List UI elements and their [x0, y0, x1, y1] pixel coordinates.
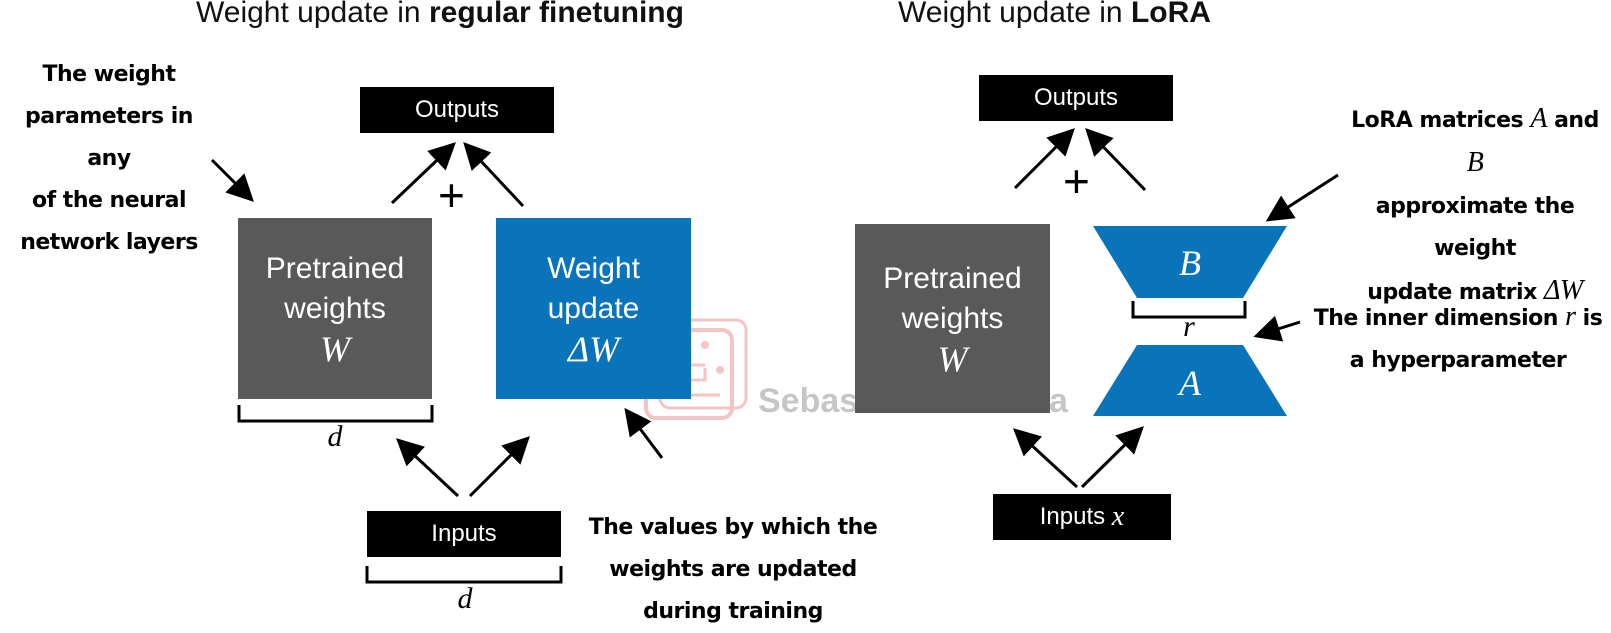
lora-inputs-symbol: x	[1111, 501, 1125, 532]
right-title-bold: LoRA	[1130, 0, 1211, 29]
inputs-label: Inputs	[431, 520, 497, 547]
arrow-inputs-to-a	[1080, 426, 1144, 489]
note-lora-symbol-b: B	[1466, 147, 1484, 178]
arrow-inputs-to-pretrained	[396, 438, 460, 498]
update-symbol: ΔW	[567, 328, 620, 369]
lora-inputs-box: Inputs x	[993, 494, 1171, 540]
matrix-b-shape	[1093, 226, 1287, 298]
right-title-prefix: Weight update in	[898, 0, 1131, 29]
dim-label-r: r	[1183, 310, 1195, 343]
update-line2: update	[547, 291, 640, 325]
dim-label-d-inputs: d	[457, 582, 473, 615]
weight-update-block: Weight update ΔW	[496, 218, 691, 399]
note-values-line1: The values by which the	[588, 515, 878, 540]
pretrained-line1: Pretrained	[265, 251, 405, 285]
arrow-note-inner	[1253, 315, 1301, 342]
left-title-prefix: Weight update in	[196, 0, 429, 29]
note-lora-line3-pre: update matrix	[1367, 280, 1544, 305]
bracket-d-inputs	[365, 566, 563, 584]
arrow-note-values	[624, 407, 664, 459]
note-values-line3: during training	[643, 599, 823, 624]
note-inner-line1: The inner dimension r is	[1310, 296, 1606, 340]
note-lora-matrices: LoRA matrices A and B approximate the we…	[1340, 98, 1610, 314]
matrix-a-shape	[1093, 345, 1287, 416]
note-lora-line2: approximate the weight	[1375, 194, 1575, 261]
left-panel-title: Weight update in regular finetuning	[196, 0, 684, 30]
arrow-b-to-outputs	[1085, 128, 1147, 192]
arrow-inputs-to-pretrained-lora	[1013, 428, 1079, 489]
matrix-a-symbol: A	[1179, 363, 1201, 403]
note-lora-line1-mid: and	[1546, 108, 1599, 133]
lora-pretrained-line2: weights	[901, 301, 1004, 335]
pretrained-line2: weights	[284, 291, 386, 325]
matrix-b-symbol: B	[1179, 243, 1201, 283]
lora-pretrained-line1: Pretrained	[883, 261, 1022, 295]
lora-plus-sign: +	[1063, 155, 1090, 207]
right-panel-title: Weight update in LoRA	[898, 0, 1211, 30]
matrix-a-label: A	[1137, 360, 1243, 406]
arrow-pretrained-to-outputs	[390, 142, 456, 205]
arrow-update-to-outputs	[463, 142, 525, 208]
bracket-d-weights	[237, 405, 434, 423]
note-inner-line1-pre: The inner dimension	[1313, 306, 1566, 331]
note-lora-symbol-a: A	[1530, 103, 1547, 134]
note-lora-symbol-delta-w: ΔW	[1543, 275, 1583, 306]
lora-outputs-box: Outputs	[979, 75, 1173, 121]
update-line1: Weight	[547, 251, 640, 285]
note-inner-line2: a hyperparameter	[1349, 348, 1567, 373]
outputs-label: Outputs	[414, 96, 500, 123]
lora-pretrained-symbol: W	[937, 338, 968, 379]
left-title-bold: regular finetuning	[428, 0, 684, 29]
note-inner-dimension: The inner dimension r is a hyperparamete…	[1310, 296, 1606, 382]
arrow-pretrained-to-outputs-lora	[1013, 128, 1075, 190]
lora-outputs-label: Outputs	[1033, 84, 1119, 111]
note-inner-symbol-r: r	[1565, 301, 1576, 332]
note-update-values: The values by which the weights are upda…	[580, 507, 886, 633]
lora-pretrained-weights-block: Pretrained weights W	[855, 224, 1050, 413]
note-lora-line1-pre: LoRA matrices	[1351, 108, 1531, 133]
note-values-line2: weights are updated	[609, 557, 857, 582]
arrow-note-weights	[210, 158, 254, 202]
pretrained-symbol: W	[320, 328, 350, 369]
lora-inputs-label: Inputs	[1039, 503, 1112, 530]
bracket-r	[1131, 301, 1247, 319]
note-weights-line2: parameters in any	[25, 104, 193, 171]
dim-label-d-weights: d	[327, 420, 343, 453]
note-lora-line3: update matrix ΔW	[1340, 270, 1610, 314]
note-weight-parameters: The weight parameters in any of the neur…	[0, 54, 218, 264]
arrow-note-lora	[1265, 173, 1339, 222]
pretrained-weights-block: Pretrained weights W	[238, 218, 432, 399]
matrix-b-label: B	[1137, 240, 1243, 286]
note-lora-line1: LoRA matrices A and B	[1340, 98, 1610, 186]
plus-sign: +	[438, 169, 465, 221]
note-weights-line4: network layers	[20, 230, 198, 255]
note-weights-line3: of the neural	[31, 188, 187, 213]
note-weights-line1: The weight	[42, 62, 176, 87]
note-inner-line1-post: is	[1575, 306, 1603, 331]
outputs-box: Outputs	[360, 87, 554, 133]
inputs-box: Inputs	[367, 511, 561, 557]
arrow-inputs-to-update	[468, 436, 530, 498]
